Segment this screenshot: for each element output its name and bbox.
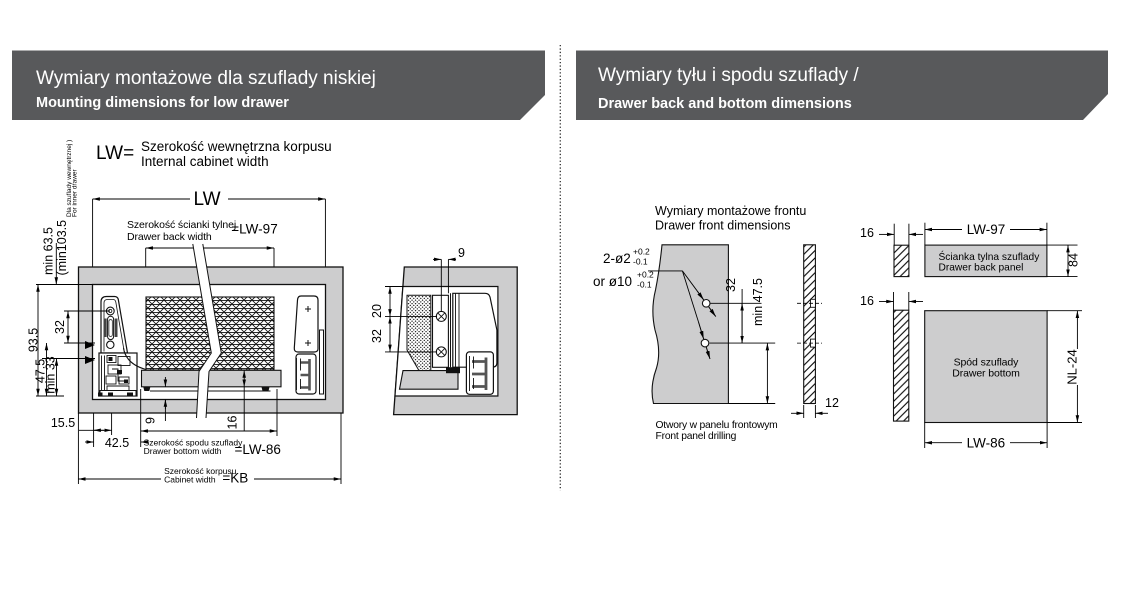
svg-text:LW-97: LW-97 (967, 222, 1006, 237)
svg-text:Spód szuflady: Spód szuflady (954, 357, 1020, 369)
svg-text:-0.1: -0.1 (633, 257, 648, 267)
svg-text:Drawer back panel: Drawer back panel (939, 263, 1024, 274)
svg-text:Drawer front dimensions: Drawer front dimensions (655, 219, 790, 233)
svg-text:42.5: 42.5 (105, 436, 129, 450)
svg-text:(min103.5: (min103.5 (55, 220, 69, 276)
svg-text:Cabinet width: Cabinet width (164, 474, 216, 484)
svg-text:min 33: min 33 (44, 356, 58, 394)
svg-text:For inner drawer: For inner drawer (72, 168, 79, 217)
svg-text:16: 16 (860, 294, 874, 308)
svg-text:47.5: 47.5 (34, 359, 48, 383)
svg-text:Szerokość spodu szuflady: Szerokość spodu szuflady (144, 438, 243, 448)
svg-text:20: 20 (370, 304, 384, 318)
svg-text:Drawer bottom: Drawer bottom (952, 367, 1020, 379)
svg-text:=LW-97: =LW-97 (231, 222, 277, 237)
svg-text:Internal cabinet width: Internal cabinet width (141, 154, 269, 169)
svg-text:84: 84 (1067, 253, 1081, 267)
svg-text:32: 32 (370, 329, 384, 343)
svg-text:Drawer back and bottom dimensi: Drawer back and bottom dimensions (598, 96, 852, 112)
svg-text:LW=: LW= (96, 143, 134, 164)
svg-text:=LW-86: =LW-86 (235, 442, 281, 457)
svg-text:LW: LW (193, 189, 220, 210)
svg-text:Front panel drilling: Front panel drilling (656, 431, 737, 442)
svg-text:9: 9 (458, 246, 465, 260)
svg-text:Otwory w panelu frontowym: Otwory w panelu frontowym (656, 420, 778, 431)
svg-text:32: 32 (53, 320, 67, 334)
svg-text:Drawer back width: Drawer back width (127, 231, 212, 243)
svg-text:Mounting dimensions for low dr: Mounting dimensions for low drawer (36, 95, 289, 111)
svg-text:Dla szuflady wewnętrznej ): Dla szuflady wewnętrznej ) (66, 140, 73, 217)
svg-text:Wymiary montażowe dla szuflady: Wymiary montażowe dla szuflady niskiej (36, 68, 376, 89)
svg-text:=KB: =KB (222, 471, 248, 486)
svg-text:2-ø2: 2-ø2 (603, 251, 631, 266)
svg-text:Ścianka tylna szuflady: Ścianka tylna szuflady (939, 250, 1041, 263)
svg-text:93.5: 93.5 (26, 328, 40, 352)
svg-text:+0.2: +0.2 (637, 270, 654, 280)
svg-text:Wymiary tyłu i spodu szuflady: Wymiary tyłu i spodu szuflady / (598, 65, 859, 86)
svg-text:15.5: 15.5 (51, 416, 75, 430)
svg-text:9: 9 (144, 417, 158, 424)
svg-text:LW-86: LW-86 (967, 436, 1006, 451)
svg-text:12: 12 (825, 396, 839, 410)
svg-text:-0.1: -0.1 (637, 280, 652, 290)
svg-text:Wymiary montażowe frontu: Wymiary montażowe frontu (655, 204, 806, 218)
svg-text:NL-24: NL-24 (1065, 349, 1080, 384)
svg-text:16: 16 (860, 226, 874, 240)
svg-text:or ø10: or ø10 (593, 274, 632, 289)
svg-text:min 63.5: min 63.5 (42, 227, 56, 275)
svg-text:Szerokość ścianki tylnej: Szerokość ścianki tylnej (127, 219, 236, 231)
svg-text:Szerokość wewnętrzna korpusu: Szerokość wewnętrzna korpusu (141, 139, 332, 154)
svg-text:Szerokość korpusu: Szerokość korpusu (164, 466, 237, 476)
svg-text:min 47.5: min 47.5 (751, 278, 765, 326)
svg-text:Drawer bottom width: Drawer bottom width (144, 446, 222, 456)
svg-text:32: 32 (724, 278, 738, 292)
svg-text:16: 16 (226, 416, 240, 430)
svg-text:+0.2: +0.2 (633, 247, 650, 257)
